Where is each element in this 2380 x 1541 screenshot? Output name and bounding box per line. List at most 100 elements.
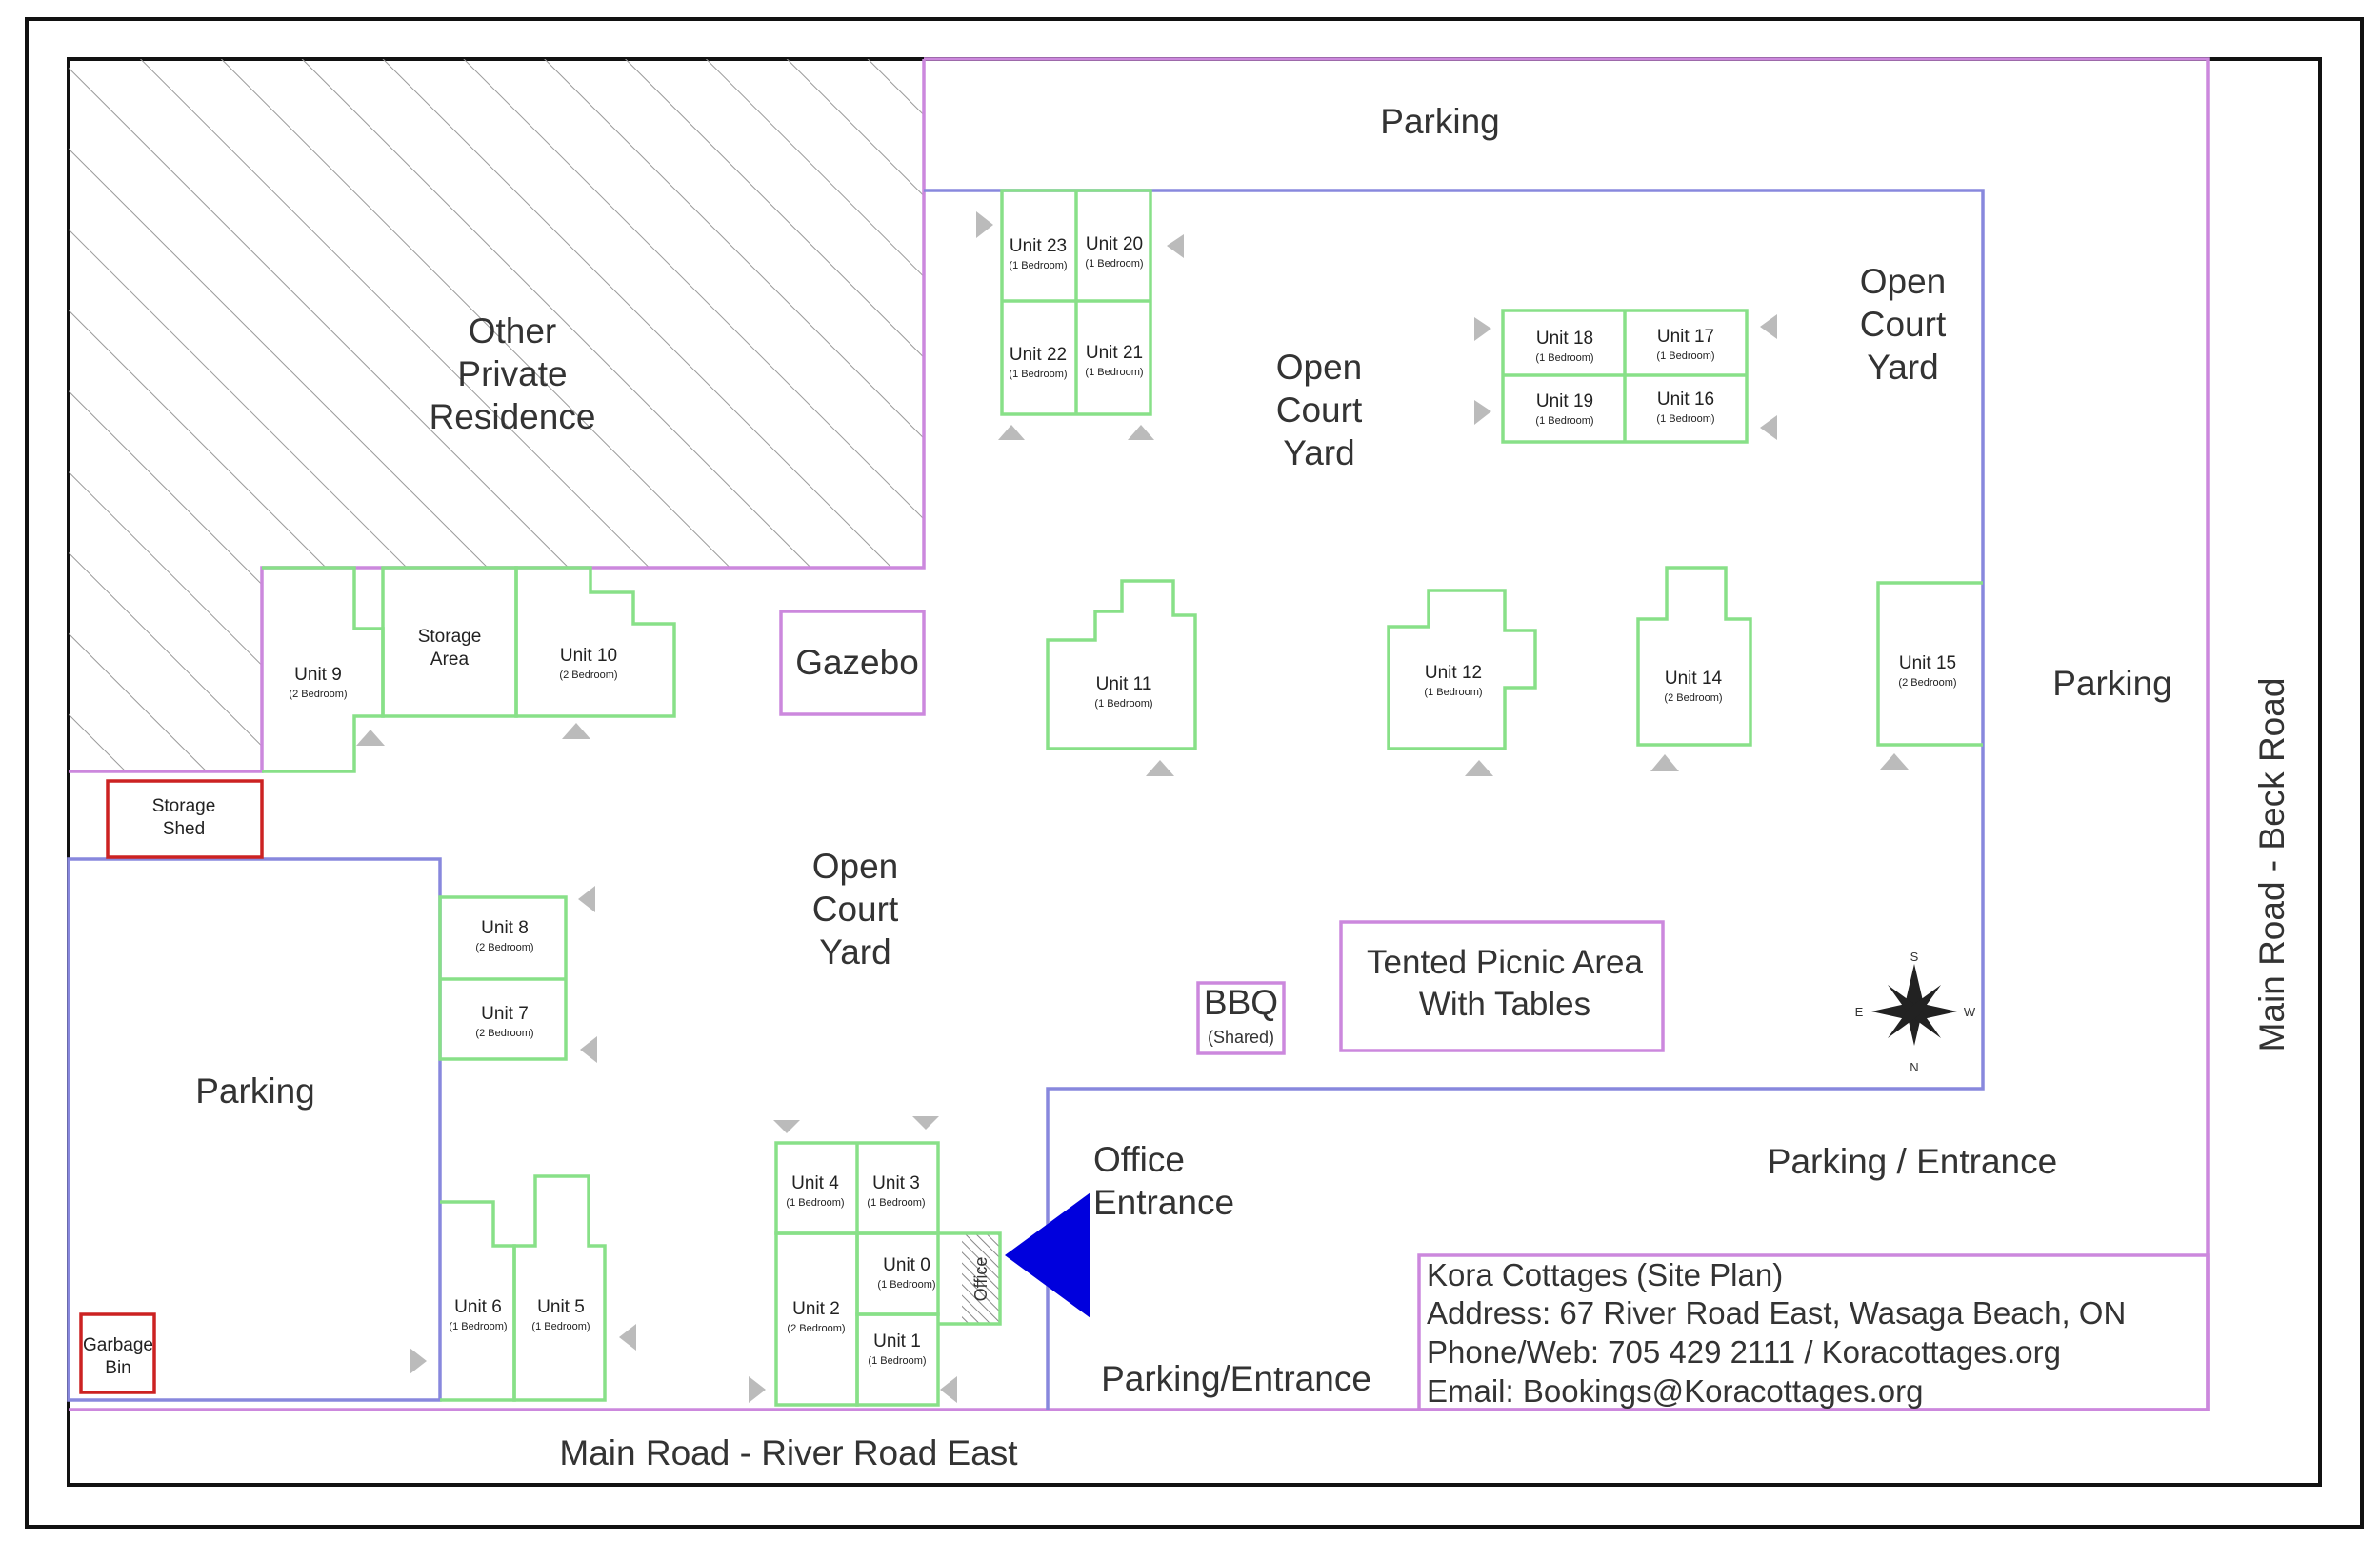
unit-1-beds: (1 Bedroom)	[868, 1355, 926, 1367]
unit-10	[514, 566, 676, 718]
unit-18-name: Unit 18	[1536, 329, 1593, 349]
courtyard-left-3: Yard	[819, 932, 890, 971]
office-entrance-label-2: Entrance	[1093, 1183, 1234, 1222]
storage-shed-label-1: Storage	[152, 796, 216, 816]
garbage-bin-label-1: Garbage	[83, 1335, 153, 1355]
unit-0-name: Unit 0	[883, 1255, 930, 1275]
unit-5-name: Unit 5	[537, 1297, 585, 1317]
info-box	[1417, 1253, 2210, 1411]
unit-9-name: Unit 9	[294, 665, 342, 685]
courtyard-left-2: Court	[812, 890, 899, 929]
unit-2-name: Unit 2	[792, 1299, 840, 1319]
unit-5-beds: (1 Bedroom)	[531, 1321, 590, 1332]
office-label: Office	[971, 1257, 990, 1302]
tented-label-1: Tented Picnic Area	[1367, 944, 1643, 981]
unit-12	[1387, 589, 1537, 750]
parking-left-label: Parking	[195, 1071, 314, 1111]
unit-23-name: Unit 23	[1010, 236, 1067, 256]
office	[938, 1231, 1002, 1326]
unit-7-beds: (2 Bedroom)	[475, 1028, 533, 1039]
courtyard-right-2: Court	[1860, 305, 1947, 344]
bbq	[1196, 981, 1286, 1055]
unit-6-beds: (1 Bedroom)	[449, 1321, 507, 1332]
parking-right-label: Parking	[2052, 664, 2171, 703]
unit-3-beds: (1 Bedroom)	[867, 1197, 925, 1209]
compass-n: N	[1910, 1060, 1918, 1074]
unit-9-beds: (2 Bedroom)	[289, 689, 347, 700]
road-bottom-label: Main Road - River Road East	[559, 1433, 1018, 1472]
unit-15	[1876, 581, 1983, 747]
unit-19-beds: (1 Bedroom)	[1535, 415, 1593, 427]
unit-2	[774, 1231, 859, 1407]
unit-19-name: Unit 19	[1536, 391, 1593, 411]
unit-6-name: Unit 6	[454, 1297, 502, 1317]
unit-18-beds: (1 Bedroom)	[1535, 352, 1593, 364]
unit-21-name: Unit 21	[1086, 343, 1143, 363]
unit-17-name: Unit 17	[1657, 327, 1714, 347]
unit-5	[512, 1174, 607, 1402]
courtyard-center-1: Open	[1276, 348, 1363, 387]
unit-23-beds: (1 Bedroom)	[1009, 260, 1067, 271]
info-address: Address: 67 River Road East, Wasaga Beac…	[1427, 1295, 2126, 1331]
unit-21-beds: (1 Bedroom)	[1085, 367, 1143, 378]
parking-top-label: Parking	[1380, 102, 1499, 141]
unit-11-name: Unit 11	[1096, 674, 1152, 694]
courtyard-left-1: Open	[812, 847, 899, 886]
unit-17-beds: (1 Bedroom)	[1656, 350, 1714, 362]
unit-7-name: Unit 7	[481, 1004, 529, 1024]
residence-label-2: Private	[457, 354, 567, 393]
parking-lot-left	[67, 857, 442, 1402]
info-email: Email: Bookings@Koracottages.org	[1427, 1373, 1923, 1409]
unit-11-beds: (1 Bedroom)	[1094, 698, 1152, 710]
unit-4-name: Unit 4	[791, 1173, 839, 1193]
unit-1	[855, 1312, 940, 1407]
unit-14-name: Unit 14	[1665, 669, 1723, 689]
storage-area-label-1: Storage	[418, 627, 482, 647]
courtyard-right-1: Open	[1860, 262, 1947, 301]
tented-picnic-area	[1339, 920, 1665, 1052]
parking-entrance-bottom-label: Parking/Entrance	[1101, 1359, 1371, 1398]
gazebo-label: Gazebo	[795, 643, 919, 682]
unit-labels: Unit 23 (1 Bedroom) Unit 20 (1 Bedroom) …	[289, 234, 1956, 1367]
courtyard-boundary	[924, 189, 1985, 1410]
unit-10-name: Unit 10	[560, 646, 617, 666]
courtyard-center-2: Court	[1276, 390, 1363, 430]
office-hatch	[962, 1233, 1000, 1324]
unit-8-beds: (2 Bedroom)	[475, 942, 533, 953]
unit-8-name: Unit 8	[481, 918, 529, 938]
gazebo	[779, 610, 926, 716]
unit-1-name: Unit 1	[873, 1331, 921, 1351]
office-entrance-marker	[1005, 1192, 1090, 1318]
courtyard-center-3: Yard	[1283, 433, 1354, 472]
unit-12-name: Unit 12	[1425, 663, 1482, 683]
unit-16-beds: (1 Bedroom)	[1656, 413, 1714, 425]
info-phone-web: Phone/Web: 705 429 2111 / Koracottages.o…	[1427, 1334, 2061, 1370]
garbage-bin	[79, 1312, 156, 1394]
bbq-sub-label: (Shared)	[1208, 1028, 1274, 1047]
unit-14	[1636, 566, 1752, 747]
unit-10-beds: (2 Bedroom)	[559, 670, 617, 681]
courtyard-right-3: Yard	[1867, 348, 1938, 387]
unit-20-beds: (1 Bedroom)	[1085, 258, 1143, 270]
outer-frame	[25, 17, 2364, 1529]
storage-area-label-2: Area	[430, 650, 470, 670]
unit-20-name: Unit 20	[1086, 234, 1143, 254]
unit-3-name: Unit 3	[872, 1173, 920, 1193]
storage-shed	[106, 779, 264, 859]
unit-22-beds: (1 Bedroom)	[1009, 369, 1067, 380]
unit-2-beds: (2 Bedroom)	[787, 1323, 845, 1334]
storage-shed-label-2: Shed	[163, 819, 205, 839]
unit-0-beds: (1 Bedroom)	[877, 1279, 935, 1291]
compass-w: W	[1964, 1005, 1976, 1019]
compass-e: E	[1855, 1005, 1864, 1019]
unit-15-beds: (2 Bedroom)	[1898, 677, 1956, 689]
unit-14-beds: (2 Bedroom)	[1664, 692, 1722, 704]
unit-11	[1046, 579, 1197, 750]
bbq-label: BBQ	[1204, 983, 1278, 1022]
unit-16-name: Unit 16	[1657, 390, 1714, 410]
compass-icon	[1871, 964, 1957, 1046]
unit-4-beds: (1 Bedroom)	[786, 1197, 844, 1209]
road-right-label: Main Road - Beck Road	[2252, 678, 2291, 1052]
compass-s: S	[1910, 950, 1919, 964]
residence-label-1: Other	[469, 311, 557, 350]
